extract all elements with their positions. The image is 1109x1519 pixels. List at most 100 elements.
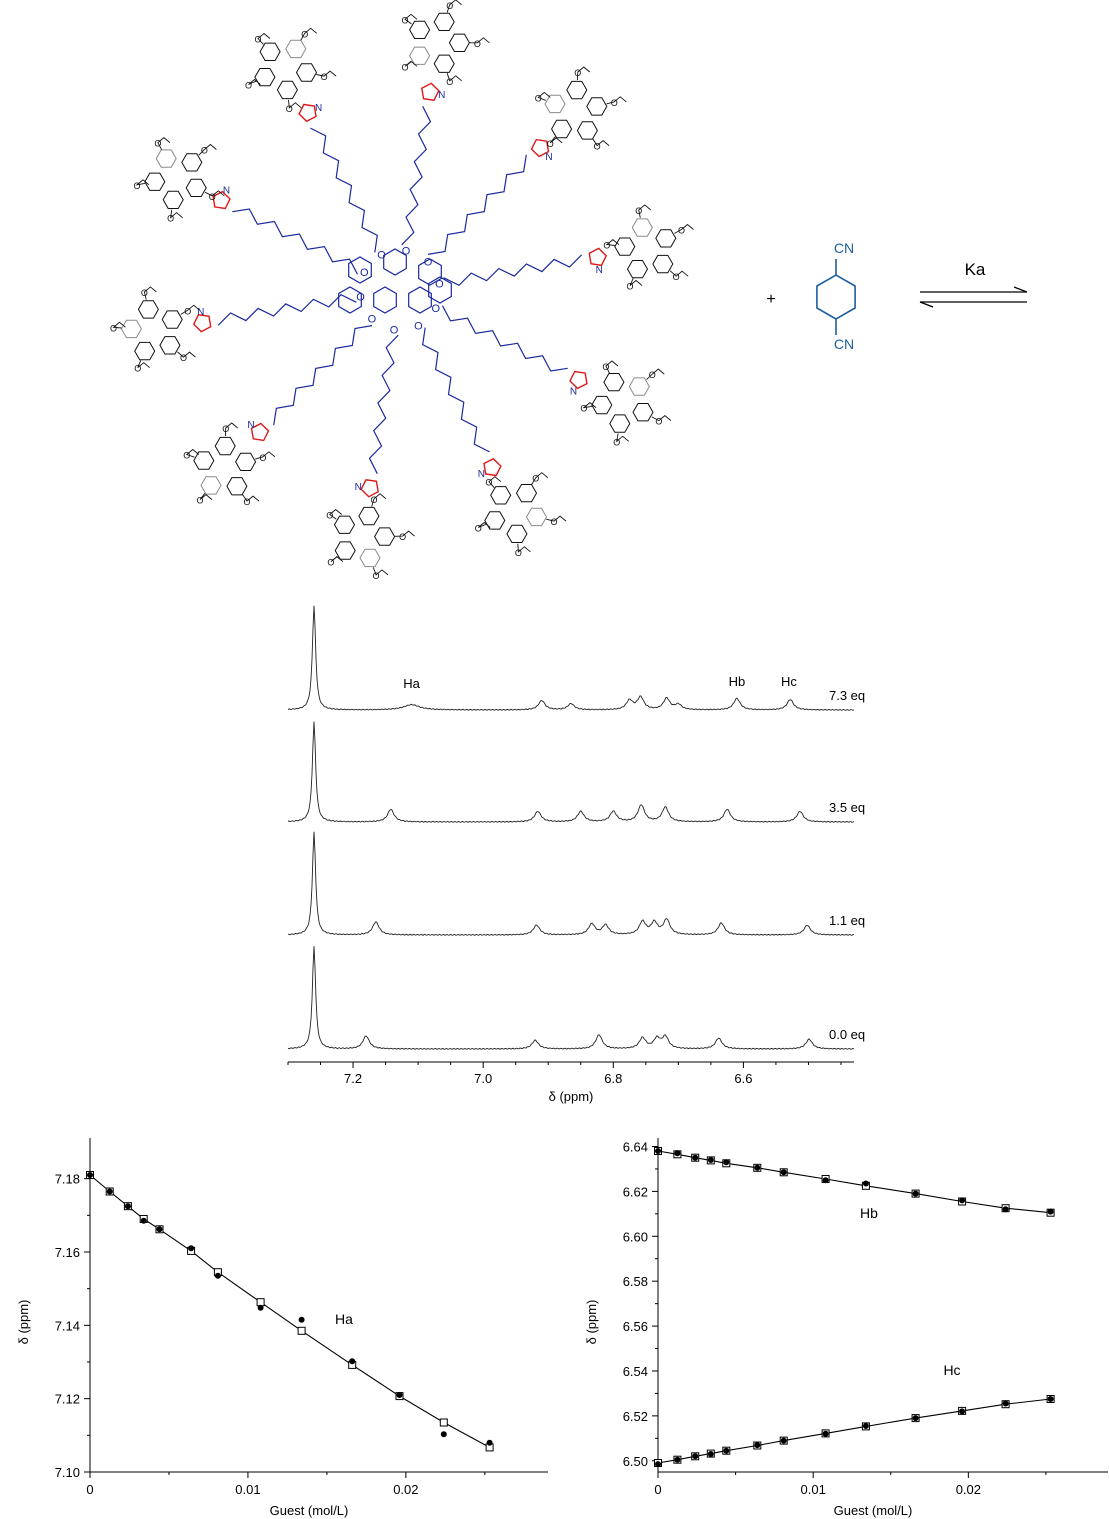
alkyl-chain	[443, 254, 583, 287]
benzene-ring	[155, 149, 177, 168]
hb-annotation: Hb	[860, 1205, 878, 1221]
x-tick-label: 7.2	[344, 1071, 362, 1086]
oxygen-label: O	[360, 267, 369, 279]
alkyl-chain	[273, 325, 373, 426]
triazole-ring	[588, 247, 608, 267]
x-axis-title: Guest (mol/L)	[270, 1503, 349, 1518]
filled-circle-marker	[754, 1164, 761, 1171]
oxygen-label: O	[301, 29, 308, 39]
ethoxy-group	[177, 351, 196, 358]
oxygen-label: O	[603, 241, 610, 251]
filled-circle-marker	[655, 1461, 661, 1468]
oxygen-label: O	[626, 282, 633, 292]
oxygen-label: O	[321, 72, 328, 82]
filled-circle-marker	[692, 1453, 699, 1460]
core-ring	[408, 286, 432, 314]
filled-circle-marker	[440, 1431, 447, 1438]
ethoxy-group	[592, 138, 610, 147]
benzene-ring	[632, 403, 654, 422]
filled-circle-marker	[140, 1217, 147, 1224]
benzene-ring	[358, 506, 380, 526]
benzene-ring	[161, 310, 183, 329]
filled-circle-marker	[106, 1188, 113, 1195]
benzene-ring	[374, 527, 396, 546]
ethoxy-group	[198, 143, 217, 156]
nitrogen-label: N	[197, 307, 204, 318]
ethoxy-group	[638, 204, 651, 218]
benzene-ring	[137, 300, 159, 319]
filled-circle-marker	[912, 1415, 919, 1422]
peak-label-hb: Hb	[729, 674, 746, 689]
ethoxy-group	[199, 493, 213, 500]
open-square-marker	[297, 1326, 306, 1335]
x-tick-label: 0.01	[801, 1482, 826, 1497]
ethoxy-group	[629, 278, 643, 286]
ethoxy-group	[143, 286, 157, 300]
filled-circle-marker	[87, 1172, 93, 1178]
spectrum-trace	[287, 831, 854, 936]
filled-circle-marker	[486, 1439, 493, 1446]
benzene-ring	[359, 548, 381, 568]
oxygen-label: O	[245, 81, 252, 91]
oxygen-label: O	[377, 249, 386, 261]
oxygen-label: O	[535, 93, 542, 103]
oxygen-label: O	[613, 437, 620, 447]
benzene-ring	[655, 229, 677, 248]
oxygen-label: O	[180, 353, 187, 363]
x-tick-label: 7.0	[474, 1071, 492, 1086]
core-ring	[383, 248, 407, 276]
benzene-ring	[193, 451, 215, 470]
oxygen-label: O	[326, 511, 333, 521]
filled-circle-marker	[959, 1197, 966, 1204]
oxygen-label: O	[635, 206, 642, 216]
oxygen-label: O	[446, 1, 453, 11]
x-tick-label: 0	[654, 1482, 661, 1497]
y-tick-label: 6.64	[623, 1139, 648, 1154]
y-tick-label: 6.54	[623, 1364, 648, 1379]
benzene-ring	[134, 341, 156, 361]
filled-circle-marker	[124, 1203, 131, 1210]
ethoxy-group	[316, 70, 337, 77]
oxygen-label: O	[167, 214, 174, 224]
ethoxy-group	[674, 223, 694, 234]
alkyl-chain	[232, 208, 359, 275]
reverse-arrowhead	[919, 301, 934, 308]
ha-annotation: Ha	[335, 1311, 353, 1327]
benzene-ring	[484, 511, 506, 530]
benzene-ring	[586, 97, 608, 116]
nitrogen-label: N	[545, 152, 552, 163]
ka-label: Ka	[965, 260, 986, 279]
filled-circle-marker	[780, 1437, 787, 1444]
benzene-ring	[433, 12, 455, 31]
y-tick-label: 7.18	[55, 1172, 80, 1187]
benzene-ring	[120, 319, 142, 339]
filled-circle-marker	[780, 1169, 787, 1176]
filled-circle-marker	[298, 1316, 305, 1323]
ethoxy-group	[582, 402, 597, 409]
ethoxy-group	[204, 190, 225, 197]
core-ring	[428, 276, 452, 304]
filled-circle-marker	[862, 1180, 869, 1187]
oxygen-label: O	[399, 532, 406, 542]
equivalents-label: 1.1 eq	[829, 913, 865, 928]
nitrogen-label: N	[478, 469, 485, 480]
cn-label-top: CN	[834, 240, 854, 256]
ethoxy-group	[605, 239, 620, 246]
benzene-ring	[409, 46, 431, 65]
nitrogen-label: N	[247, 420, 254, 431]
peak-label-hc: Hc	[781, 674, 797, 689]
ethoxy-group	[255, 451, 276, 460]
ethoxy-group	[300, 27, 317, 41]
alkyl-chain	[217, 293, 357, 326]
filled-circle-marker	[156, 1226, 163, 1233]
benzene-ring	[652, 254, 674, 274]
